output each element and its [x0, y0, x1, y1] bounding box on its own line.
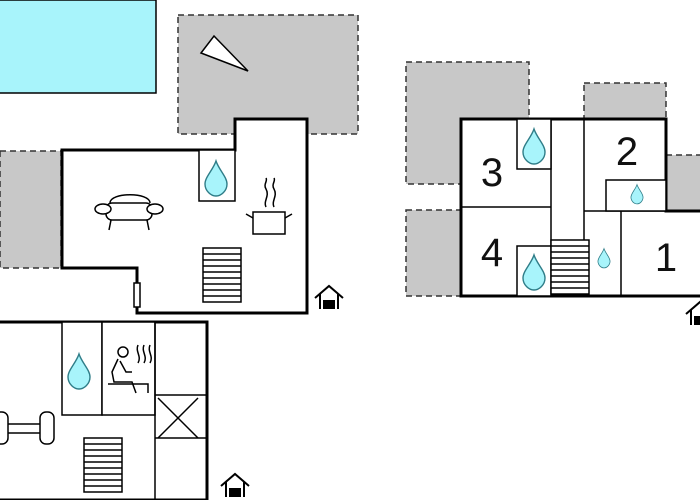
entrance-icon	[220, 473, 250, 498]
terrace-top-center	[177, 14, 359, 135]
entrance-icon	[685, 301, 700, 326]
entrance-icon	[314, 285, 344, 310]
building-ground-floor	[60, 117, 309, 315]
terrace-left	[0, 150, 62, 269]
stairs-icon	[202, 247, 242, 303]
sauna-room	[101, 321, 156, 416]
building-lower-floor	[0, 320, 209, 500]
door-marker	[133, 282, 141, 308]
sauna-icon	[108, 344, 153, 394]
stairs-icon	[550, 239, 590, 295]
storage-cross	[157, 397, 199, 439]
room-number-2: 2	[616, 130, 638, 174]
room-number-3: 3	[481, 151, 503, 195]
room-number-4: 4	[481, 231, 503, 275]
room-number-1: 1	[655, 236, 677, 280]
cooking-pot-icon	[245, 177, 293, 235]
terrace-right-mid	[583, 82, 667, 121]
stairs-icon	[83, 437, 123, 493]
terrace-right-bottom	[405, 209, 462, 297]
dumbbell-icon	[0, 411, 55, 445]
terrace-far-right	[665, 154, 700, 212]
pool-icon	[0, 0, 157, 94]
sofa-icon	[94, 194, 164, 231]
north-arrow-icon	[199, 34, 249, 72]
building-upper-floor	[459, 117, 700, 298]
